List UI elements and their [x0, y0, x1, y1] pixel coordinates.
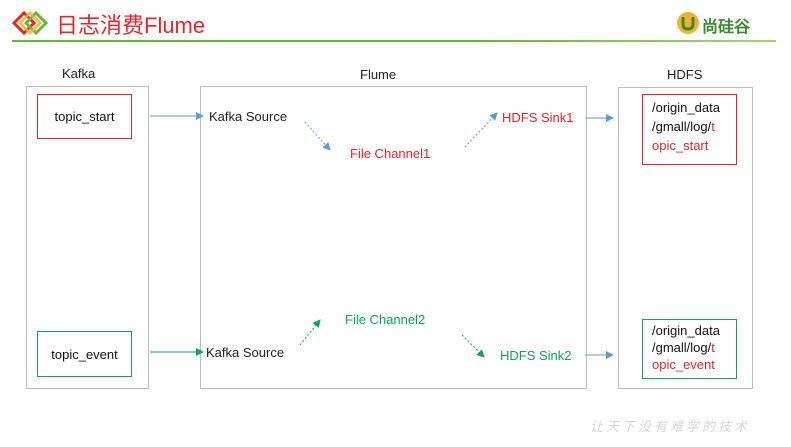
hdfs-column-label: HDFS	[667, 67, 703, 82]
kafka-column-label: Kafka	[62, 66, 96, 81]
u-cup-icon	[677, 12, 699, 34]
arrow-source1-to-channel1	[304, 121, 331, 151]
title-bar: 日志消费Flume 尚硅谷	[0, 0, 791, 46]
kafka-source-1: Kafka Source	[209, 109, 288, 124]
arrow-channel2-to-sink2	[461, 334, 485, 358]
flume-column-label: Flume	[360, 67, 397, 82]
hdfs-path-start-box: /origin_data /gmall/log/t opic_start	[642, 94, 737, 165]
file-channel-2: File Channel2	[345, 312, 426, 327]
page-title: 日志消费Flume	[56, 13, 206, 38]
arrow-source2-to-channel2	[299, 319, 321, 346]
hdfs-sink-1: HDFS Sink1	[502, 110, 574, 125]
topic-start-box: topic_start	[37, 94, 132, 139]
topic-event-box: topic_event	[37, 331, 132, 377]
topic-event-label: topic_event	[51, 346, 118, 362]
kafka-source-2: Kafka Source	[206, 345, 285, 360]
topic-start-label: topic_start	[54, 109, 115, 124]
interlocking-diamonds-icon	[11, 10, 49, 36]
hdfs-path-start-line1: /origin_data	[652, 100, 720, 115]
flume-panel	[200, 86, 587, 389]
hdfs-path-start-line3: opic_start	[652, 138, 709, 153]
brand-name: 尚硅谷	[702, 19, 751, 36]
hdfs-path-start-line2: /gmall/log/t	[652, 119, 715, 134]
hdfs-path-event-line3: opic_event	[652, 357, 715, 372]
file-channel-1: File Channel1	[350, 146, 431, 161]
slogan-watermark: 让天下没有难学的技术	[590, 419, 751, 434]
hdfs-path-event-box: /origin_data /gmall/log/t opic_event	[642, 319, 737, 379]
hdfs-path-event-line1: /origin_data	[652, 323, 720, 338]
arrow-channel1-to-sink1	[464, 112, 498, 148]
title-divider	[12, 40, 776, 42]
hdfs-path-event-line2: /gmall/log/t	[652, 340, 715, 355]
hdfs-sink-2: HDFS Sink2	[500, 348, 572, 363]
